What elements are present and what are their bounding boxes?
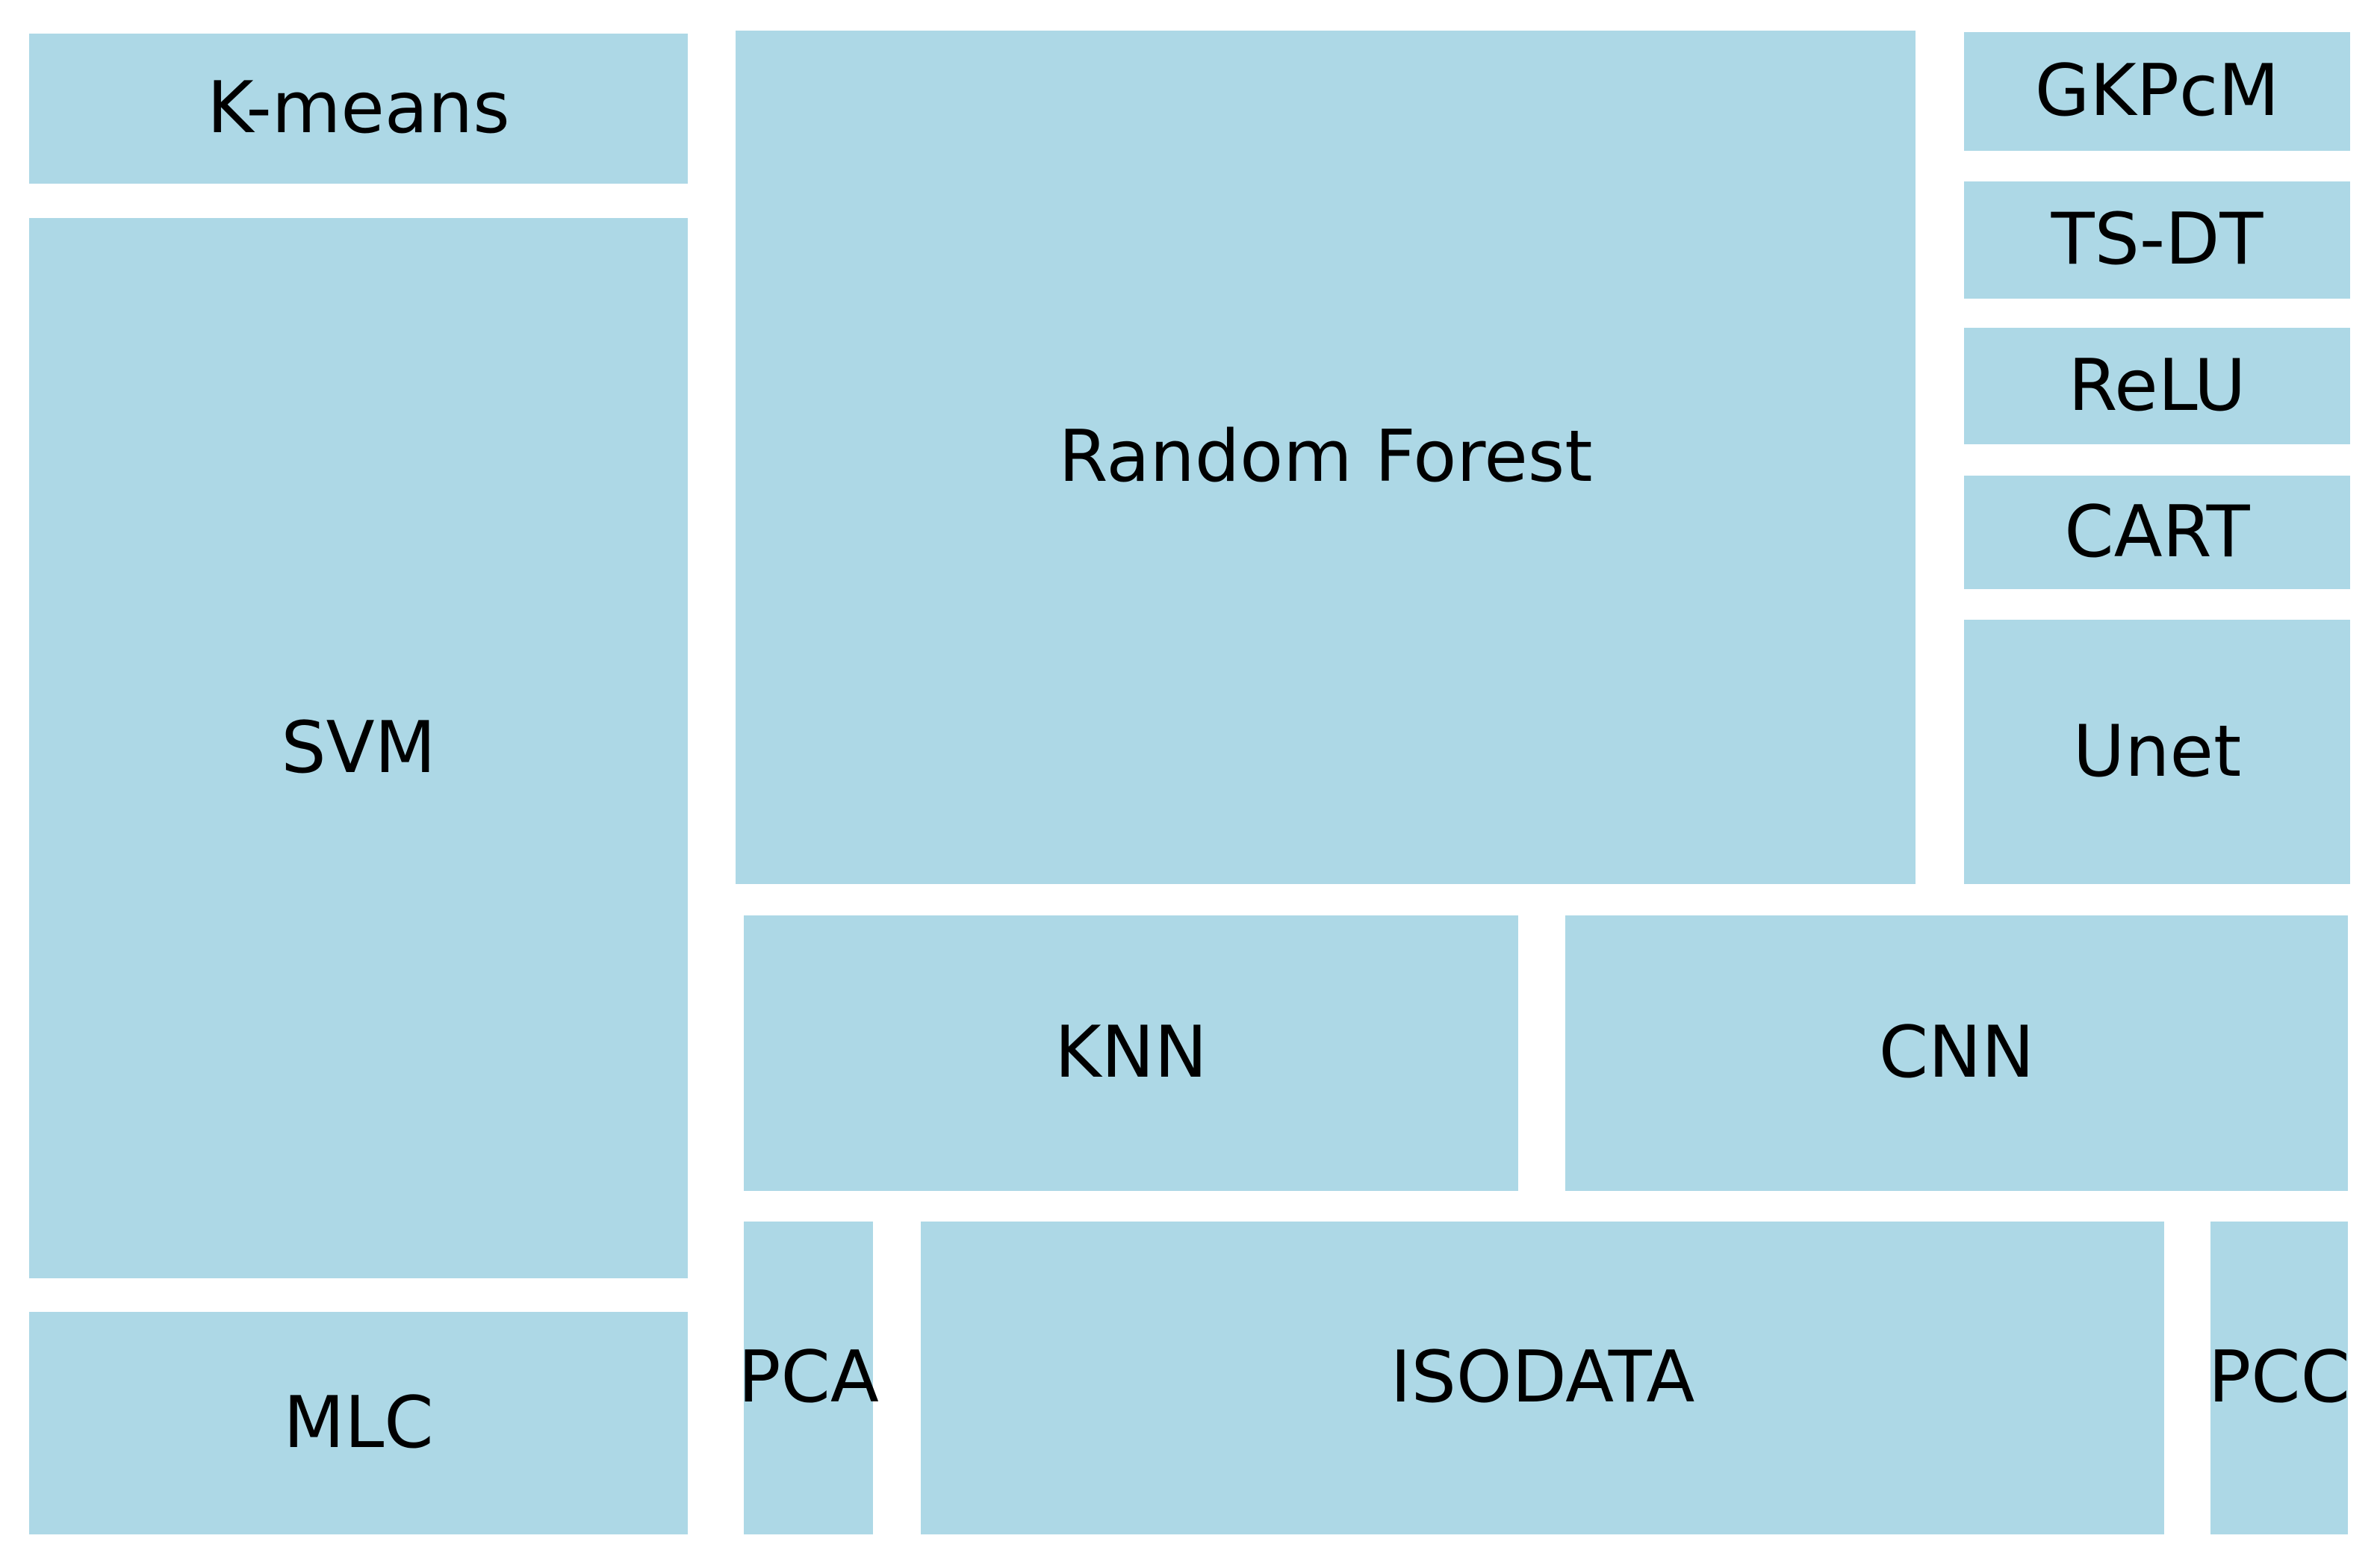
treemap-cell-relu: ReLU bbox=[1964, 328, 2350, 444]
treemap-cell-gkpcm: GKPcM bbox=[1964, 32, 2350, 151]
cell-label: ReLU bbox=[2068, 344, 2246, 427]
cell-label: K-means bbox=[207, 67, 510, 149]
treemap-cell-unet: Unet bbox=[1964, 620, 2350, 884]
cell-label: KNN bbox=[1054, 1012, 1208, 1094]
cell-label: Random Forest bbox=[1058, 416, 1593, 498]
cell-label: CNN bbox=[1878, 1012, 2035, 1094]
cell-label: Unet bbox=[2072, 710, 2242, 793]
cell-label: ISODATA bbox=[1390, 1337, 1695, 1419]
treemap-cell-cart: CART bbox=[1964, 476, 2350, 589]
cell-label: SVM bbox=[281, 706, 436, 789]
treemap-cell-pca: PCA bbox=[738, 1222, 879, 1534]
treemap-cell-svm: SVM bbox=[29, 218, 688, 1278]
treemap-cell-ts-dt: TS-DT bbox=[1964, 181, 2350, 299]
cell-label: CART bbox=[2064, 491, 2250, 573]
treemap-cell-knn: KNN bbox=[744, 915, 1518, 1191]
treemap-cell-k-means: K-means bbox=[29, 34, 688, 184]
cell-label: PCA bbox=[738, 1337, 879, 1419]
cell-label: TS-DT bbox=[2051, 199, 2264, 281]
treemap-cell-isodata: ISODATA bbox=[921, 1222, 2164, 1534]
cell-label: PCC bbox=[2208, 1337, 2350, 1419]
cell-label: GKPcM bbox=[2034, 50, 2280, 132]
treemap-cell-random-forest: Random Forest bbox=[736, 31, 1916, 884]
treemap-cell-mlc: MLC bbox=[29, 1312, 688, 1534]
treemap-cell-pcc: PCC bbox=[2208, 1222, 2350, 1534]
cell-label: MLC bbox=[283, 1381, 434, 1464]
treemap-cell-cnn: CNN bbox=[1565, 915, 2348, 1191]
